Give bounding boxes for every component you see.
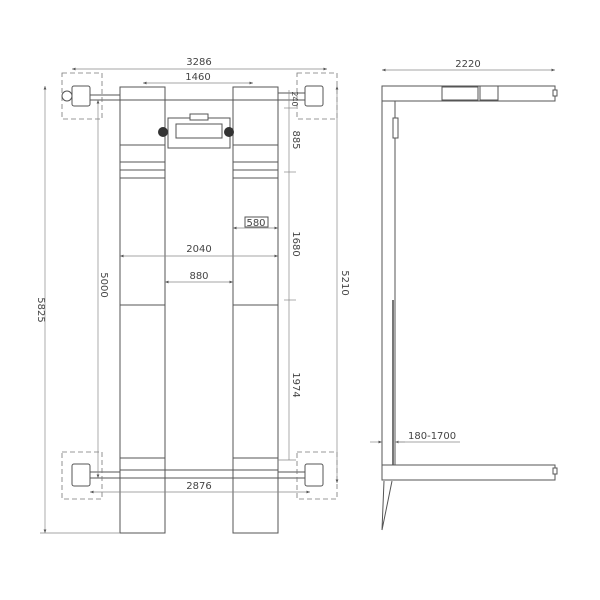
dim-2220: 2220 — [455, 59, 480, 70]
dim-880: 880 — [189, 271, 208, 282]
dim-2876: 2876 — [186, 481, 211, 492]
plan-view: 3286 1460 2040 880 580 2876 5825 5000 52… — [35, 57, 350, 534]
post-bottom-right — [296, 451, 338, 500]
center-deck — [120, 99, 278, 479]
dim-1460: 1460 — [185, 72, 210, 83]
right-runway — [232, 86, 279, 534]
post-top-left — [61, 72, 103, 120]
roller-left — [158, 127, 168, 137]
dim-1680: 1680 — [290, 231, 301, 256]
dim-180-1700: 180-1700 — [408, 431, 456, 442]
dim-2040: 2040 — [186, 244, 211, 255]
dim-1974: 1974 — [290, 372, 301, 397]
post-bottom-left — [61, 451, 103, 500]
dim-5000: 5000 — [98, 272, 109, 297]
dim-3286: 3286 — [186, 57, 211, 68]
dim-5210: 5210 — [339, 270, 350, 295]
side-view: 2220 180-1700 — [370, 59, 558, 531]
dim-240: 240 — [290, 91, 299, 106]
dim-580: 580 — [246, 218, 265, 229]
post-top-right — [296, 72, 338, 120]
left-runway — [119, 86, 166, 534]
dim-885: 885 — [290, 130, 301, 149]
dim-5825: 5825 — [35, 297, 46, 322]
bottom-beam — [381, 464, 556, 481]
roller-right — [224, 127, 234, 137]
